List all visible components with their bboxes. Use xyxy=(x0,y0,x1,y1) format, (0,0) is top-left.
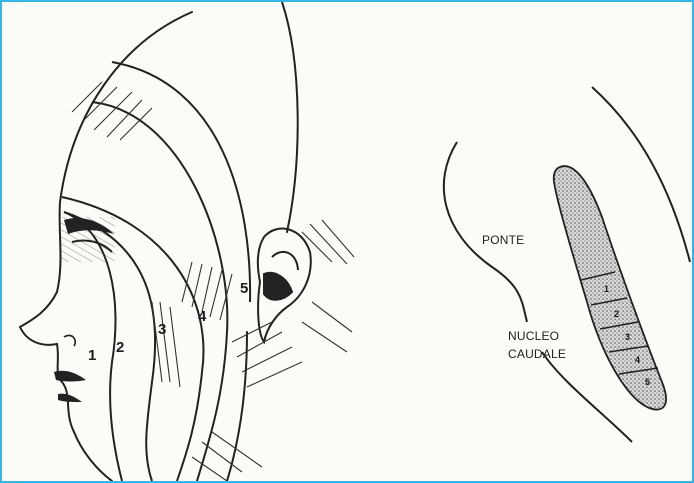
face-zone-5-label: 5 xyxy=(240,281,248,296)
face-zone-3-label: 3 xyxy=(158,322,166,337)
nucleus-segment-4-label: 4 xyxy=(635,356,640,365)
face-zone-2-label: 2 xyxy=(116,340,124,355)
nucleus-segment-1-label: 1 xyxy=(604,285,609,294)
pons-label: PONTE xyxy=(482,234,524,246)
nucleus-segment-2-label: 2 xyxy=(614,310,619,319)
nucleus-segment-3-label: 3 xyxy=(625,333,630,342)
mouth xyxy=(54,371,86,402)
face-zone-1-label: 1 xyxy=(88,348,96,363)
caudal-nucleus-label-line2: CAUDALE xyxy=(508,348,566,360)
eye-shading xyxy=(60,217,115,262)
nucleus-segment-5-label: 5 xyxy=(645,378,650,387)
nostril xyxy=(64,335,75,346)
caudal-nucleus-label-line1: NUCLEO xyxy=(508,330,559,342)
face-zone-4-label: 4 xyxy=(198,309,206,324)
trigeminal-nucleus xyxy=(554,166,666,409)
